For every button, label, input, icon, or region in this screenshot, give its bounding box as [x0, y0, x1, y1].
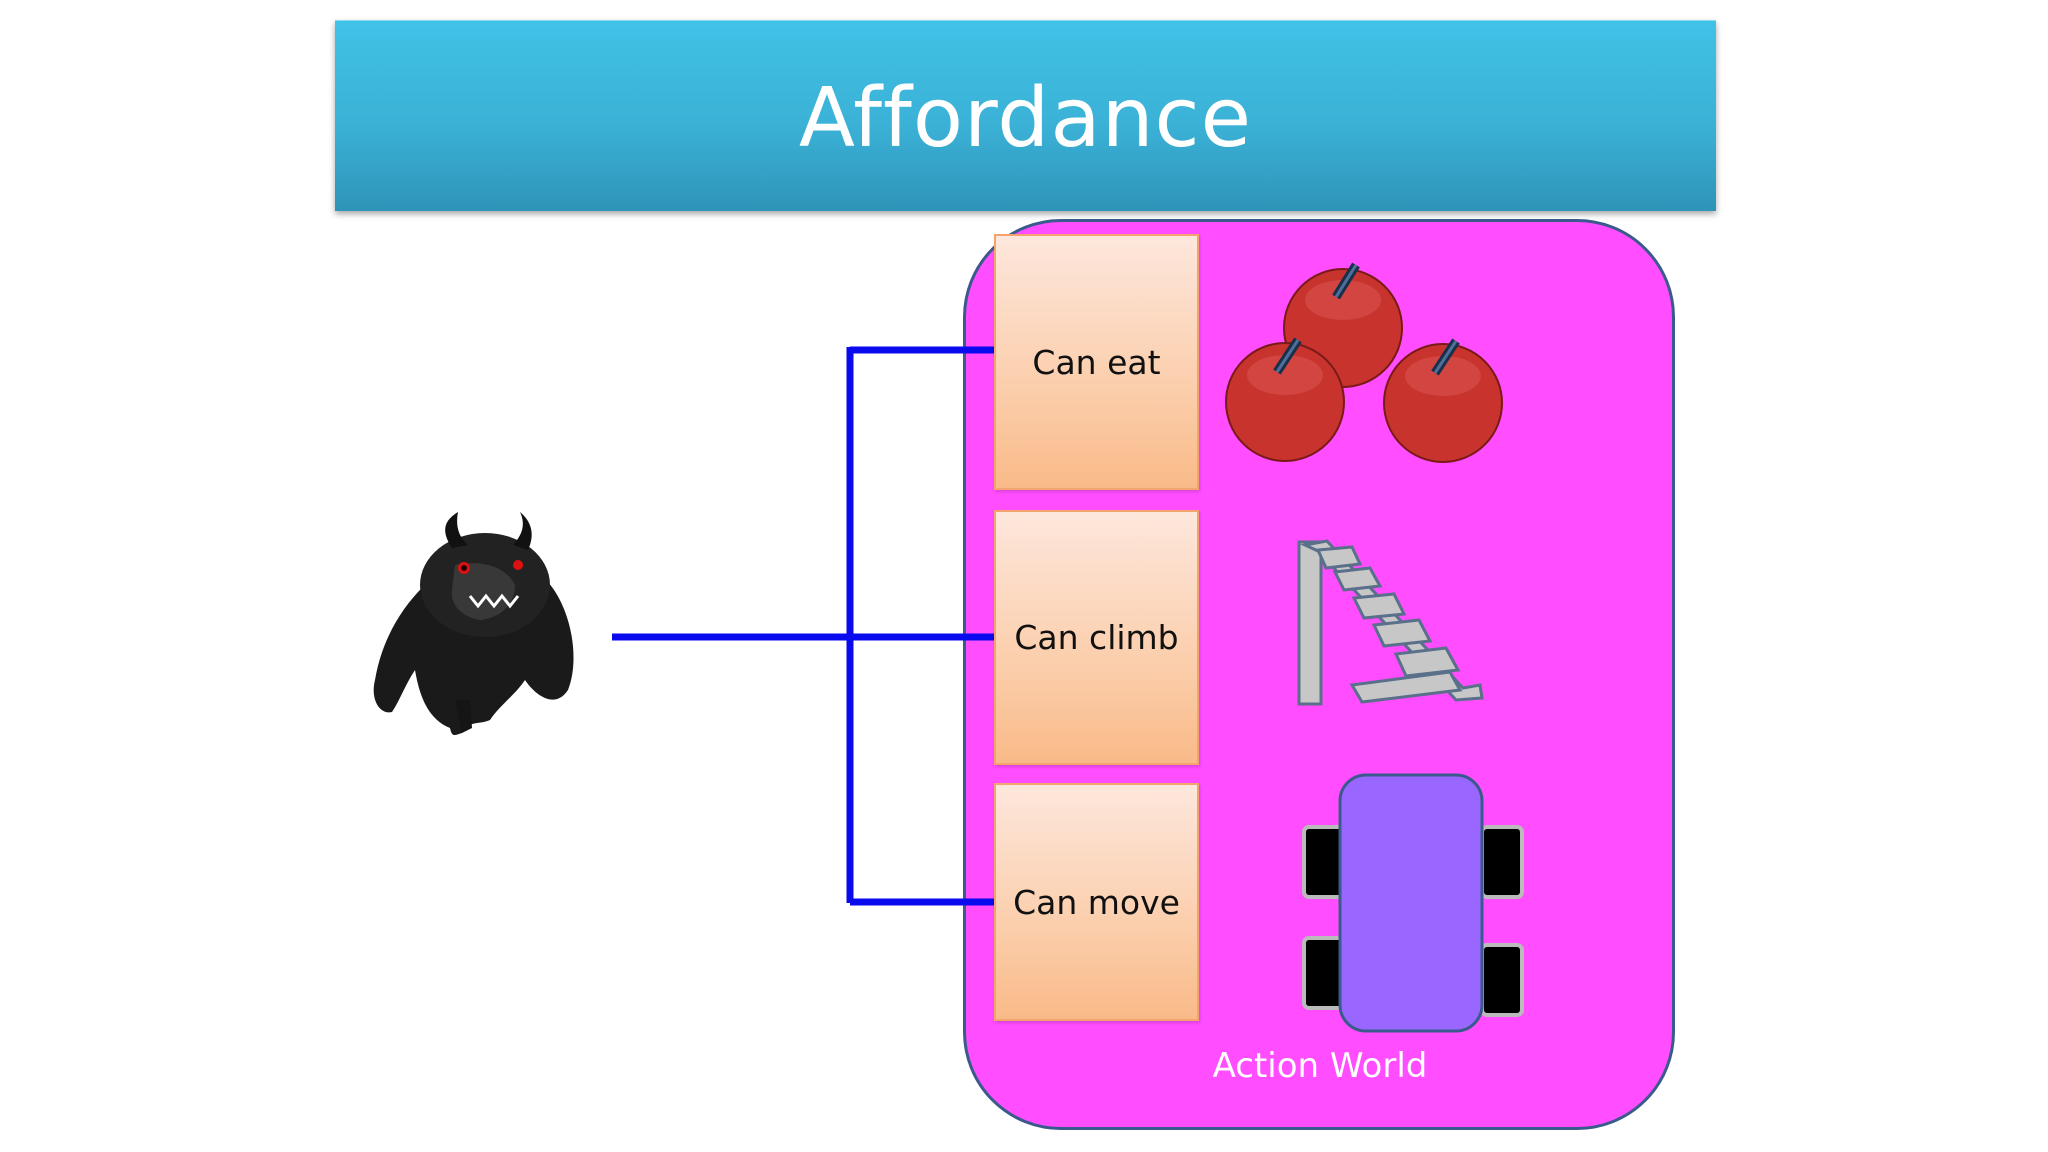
apples-icon	[1225, 262, 1503, 463]
horned-monster-icon	[373, 512, 574, 736]
action-world-label: Action World	[1212, 1046, 1428, 1086]
car-icon	[1302, 773, 1524, 1033]
affordance-label: Can move	[1013, 882, 1180, 922]
affordance-box-can-climb: Can climb	[994, 510, 1199, 765]
affordance-label: Can climb	[1014, 618, 1179, 657]
affordance-box-can-move: Can move	[994, 783, 1199, 1021]
ladder-icon	[1297, 539, 1484, 706]
title-banner: Affordance	[335, 20, 1716, 211]
slide-title: Affordance	[798, 70, 1253, 166]
affordance-box-can-eat: Can eat	[994, 234, 1199, 490]
connector-lines	[612, 346, 994, 906]
affordance-label: Can eat	[1032, 342, 1161, 382]
